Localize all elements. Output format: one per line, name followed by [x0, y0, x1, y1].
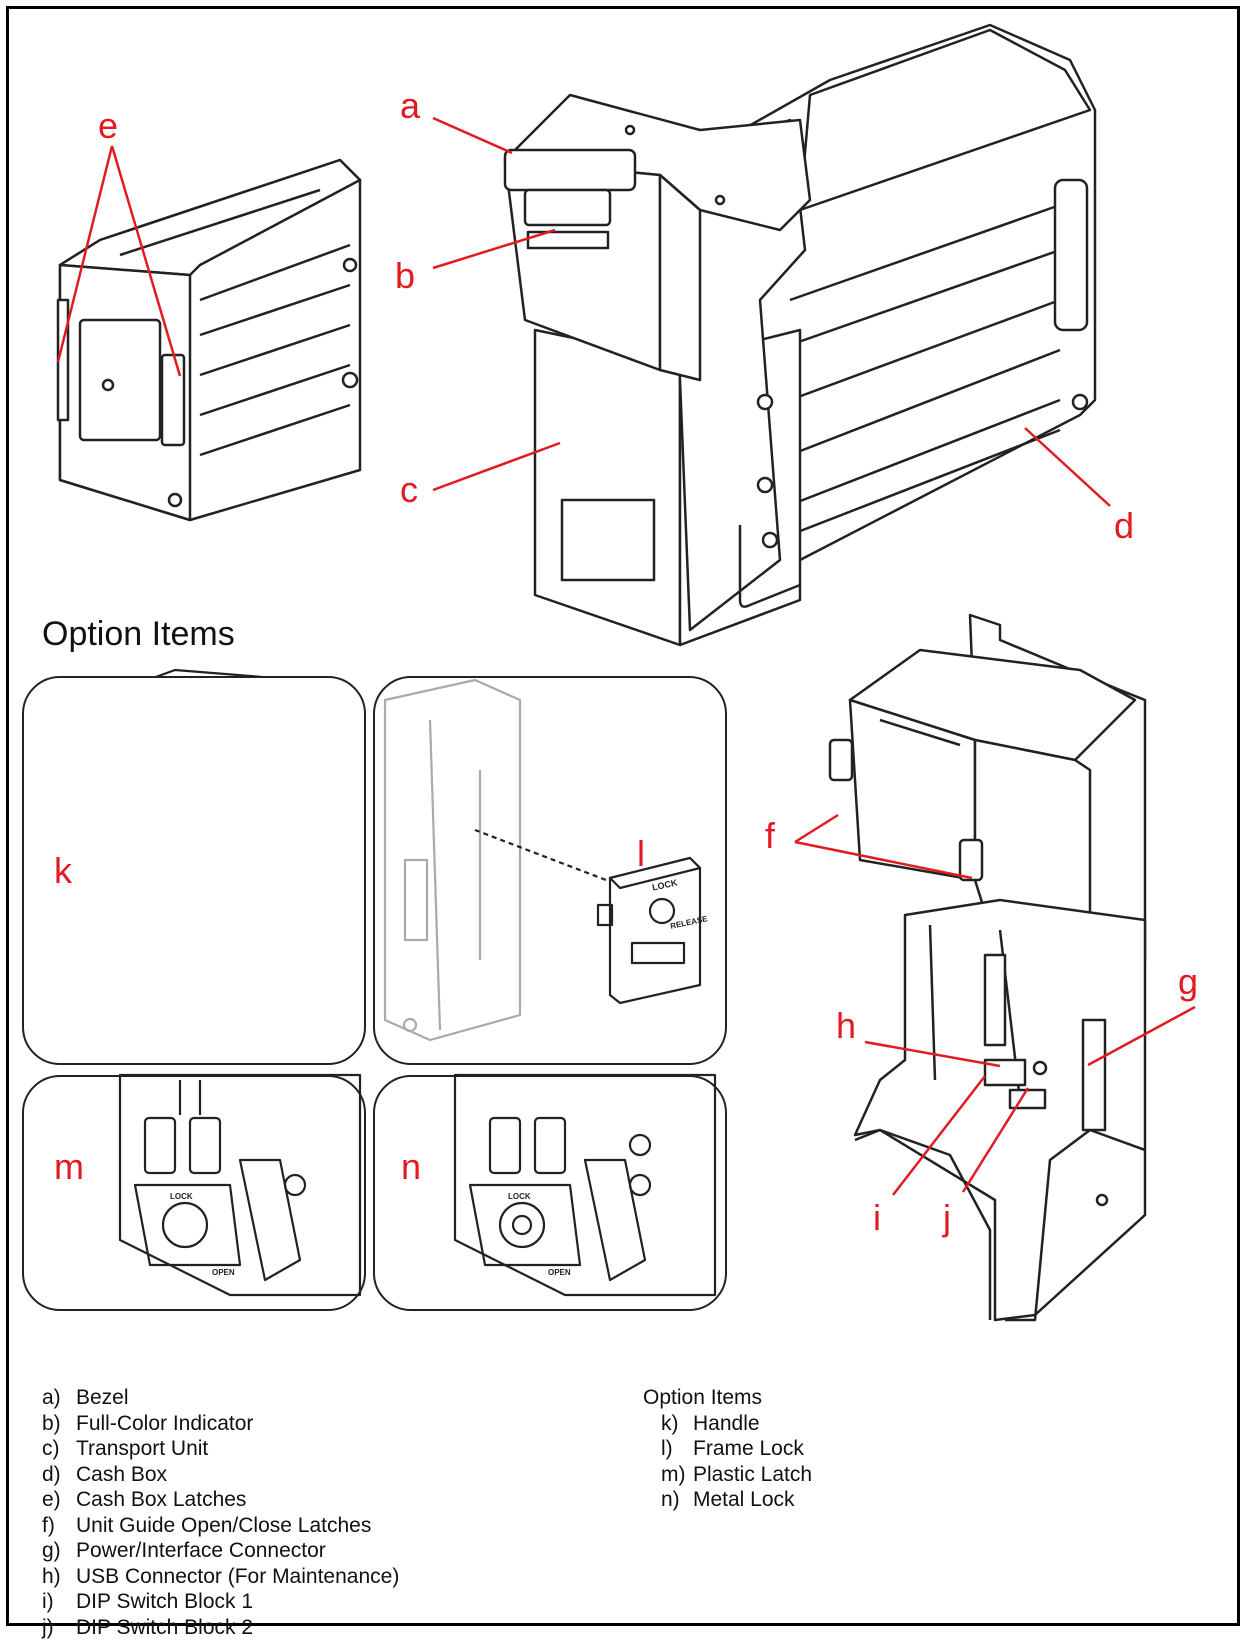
legend-label: DIP Switch Block 1 [76, 1589, 253, 1615]
callout-h: h [836, 1008, 856, 1044]
legend-label: Unit Guide Open/Close Latches [76, 1513, 371, 1539]
legend-label: Cash Box Latches [76, 1487, 246, 1513]
callout-f: f [765, 818, 775, 854]
legend-label: Plastic Latch [693, 1462, 812, 1488]
legend-key: f) [42, 1513, 76, 1539]
legend-item: j)DIP Switch Block 2 [42, 1615, 399, 1640]
legend-key: b) [42, 1411, 76, 1437]
legend-key: l) [661, 1436, 693, 1462]
legend-key: k) [661, 1411, 693, 1437]
callout-m: m [54, 1149, 84, 1185]
callout-g: g [1178, 964, 1198, 1000]
panel-handle: k [22, 676, 366, 1065]
legend-item: e)Cash Box Latches [42, 1487, 399, 1513]
legend-label: Transport Unit [76, 1436, 208, 1462]
legend-label: Full-Color Indicator [76, 1411, 253, 1437]
legend-key: j) [42, 1615, 76, 1640]
legend-main: a)Bezel b)Full-Color Indicator c)Transpo… [42, 1385, 399, 1640]
legend-label: Power/Interface Connector [76, 1538, 326, 1564]
callout-l: l [637, 836, 645, 872]
legend-options: Option Items k)Handle l)Frame Lock m)Pla… [643, 1385, 812, 1513]
legend-key: e) [42, 1487, 76, 1513]
legend-options-title: Option Items [643, 1385, 812, 1411]
legend-label: Cash Box [76, 1462, 167, 1488]
legend-item: a)Bezel [42, 1385, 399, 1411]
callout-d: d [1114, 508, 1134, 544]
legend-key: c) [42, 1436, 76, 1462]
legend-item: d)Cash Box [42, 1462, 399, 1488]
legend-item: h)USB Connector (For Maintenance) [42, 1564, 399, 1590]
callout-e: e [98, 108, 118, 144]
callout-j: j [943, 1200, 951, 1236]
callout-a: a [400, 88, 420, 124]
cash-box-illustration [58, 160, 360, 520]
legend-item: g)Power/Interface Connector [42, 1538, 399, 1564]
callout-c: c [400, 472, 418, 508]
legend-key: g) [42, 1538, 76, 1564]
legend-item: i)DIP Switch Block 1 [42, 1589, 399, 1615]
legend-item: l)Frame Lock [661, 1436, 812, 1462]
panel-plastic-latch: m [22, 1075, 366, 1311]
legend-label: Metal Lock [693, 1487, 795, 1513]
legend-label: DIP Switch Block 2 [76, 1615, 253, 1640]
callout-n: n [401, 1149, 421, 1185]
callout-k: k [54, 853, 72, 889]
legend-key: m) [661, 1462, 693, 1488]
panel-frame-lock: l [373, 676, 727, 1065]
legend-item: m)Plastic Latch [661, 1462, 812, 1488]
option-items-title: Option Items [42, 615, 235, 654]
legend-label: Handle [693, 1411, 760, 1437]
legend-key: d) [42, 1462, 76, 1488]
legend-item: c)Transport Unit [42, 1436, 399, 1462]
legend-item: b)Full-Color Indicator [42, 1411, 399, 1437]
callout-b: b [395, 258, 415, 294]
legend-key: h) [42, 1564, 76, 1590]
legend-label: Frame Lock [693, 1436, 804, 1462]
legend-label: Bezel [76, 1385, 129, 1411]
legend-label: USB Connector (For Maintenance) [76, 1564, 399, 1590]
legend-item: k)Handle [661, 1411, 812, 1437]
legend-key: n) [661, 1487, 693, 1513]
legend-key: i) [42, 1589, 76, 1615]
callout-i: i [873, 1200, 881, 1236]
main-unit-illustration [505, 25, 1095, 645]
panel-metal-lock: n [373, 1075, 727, 1311]
legend-item: n)Metal Lock [661, 1487, 812, 1513]
legend-item: f)Unit Guide Open/Close Latches [42, 1513, 399, 1539]
legend-key: a) [42, 1385, 76, 1411]
